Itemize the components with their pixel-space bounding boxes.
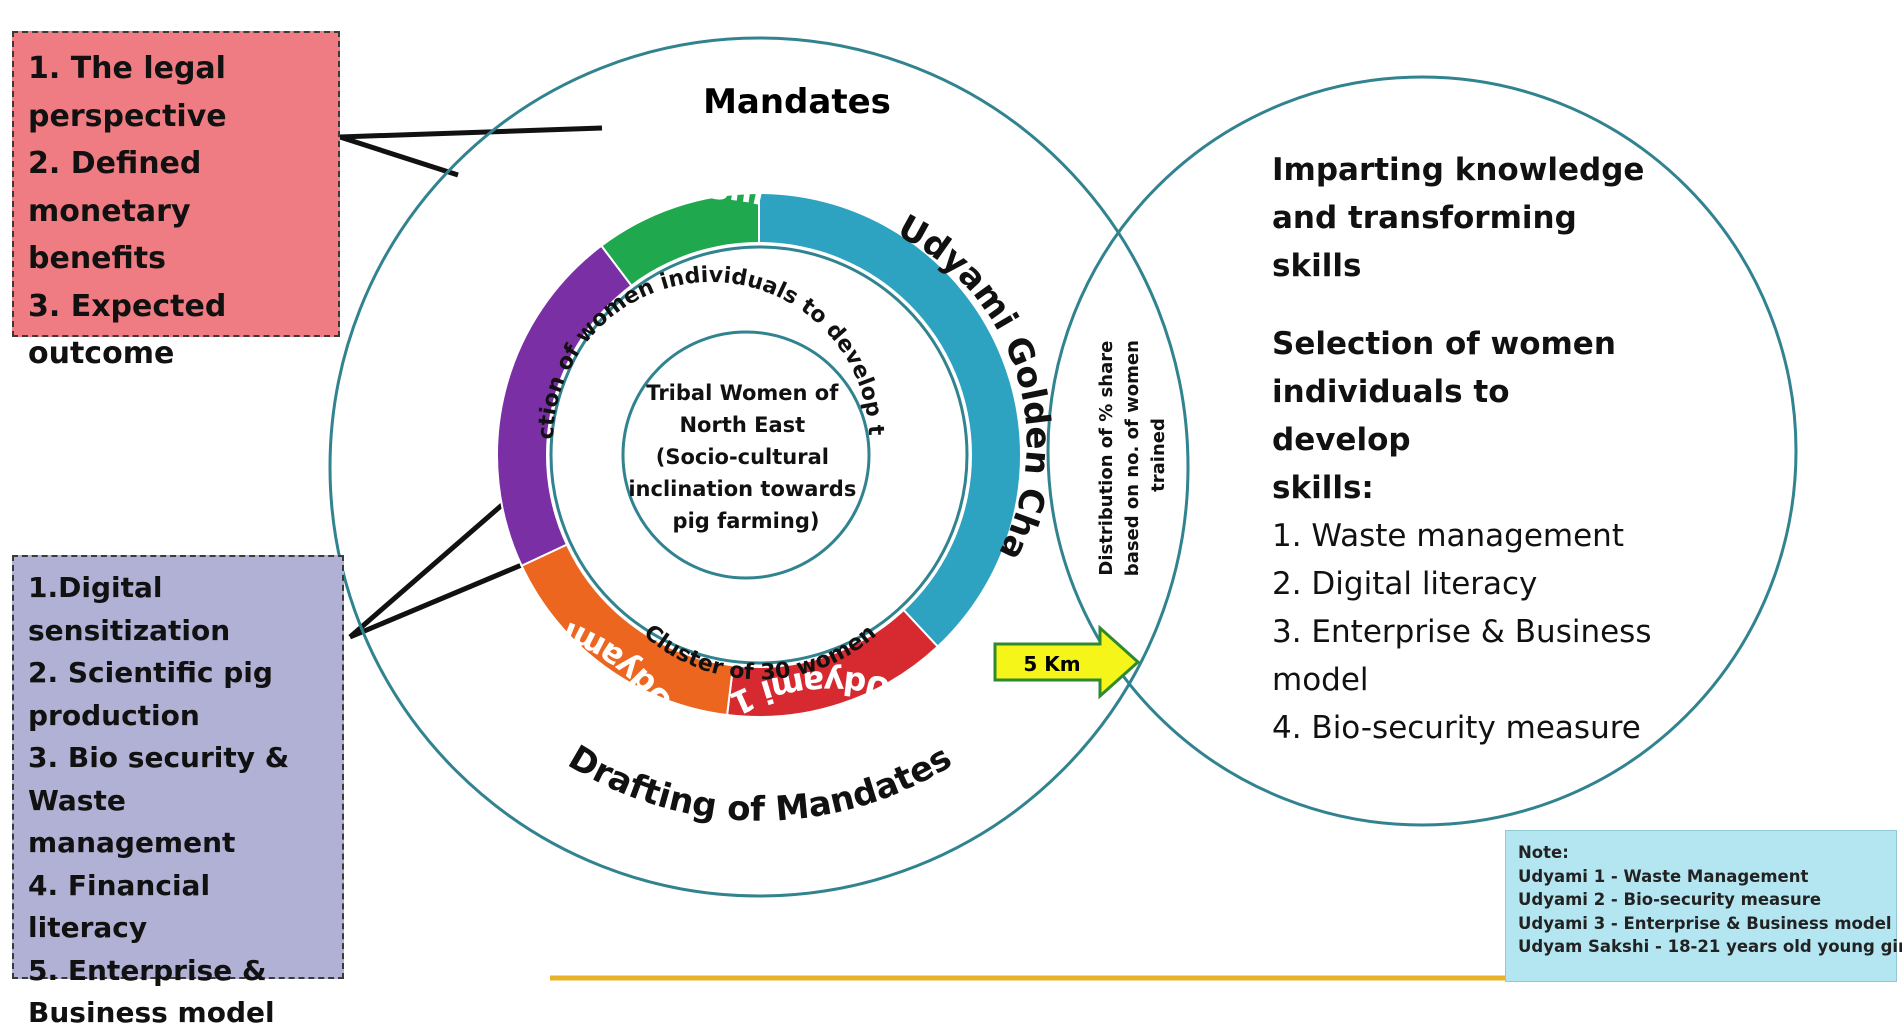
connector-line [339, 125, 603, 140]
center-line: (Socio-cultural [656, 445, 829, 469]
mandates-outer-circle [328, 36, 1190, 898]
legal-perspective-box: 1. The legal perspective 2. Defined mone… [12, 31, 340, 371]
skill-item: 2. Digital literacy [1272, 566, 1538, 602]
mandates-label: Mandates [703, 82, 891, 122]
distribution-line: trained [1148, 418, 1169, 492]
box-line: outcome [28, 336, 175, 371]
distribution-text: Distribution of % share based on no. of … [1096, 334, 1169, 576]
note-line: Udyami 1 - Waste Management [1518, 866, 1809, 886]
center-circle [621, 330, 871, 580]
skills-heading-line: Imparting knowledge [1272, 152, 1645, 188]
selection-heading-line: individuals to develop [1272, 374, 1510, 458]
center-line: North East [679, 413, 805, 437]
arrow-label: 5 Km [1023, 652, 1080, 676]
center-line: inclination towards [628, 477, 856, 501]
center-line: pig farming) [673, 509, 820, 533]
note-box: Note: Udyami 1 - Waste Management Udyami… [1505, 830, 1902, 982]
box-line: perspective [28, 98, 227, 134]
box-line: 1. The legal [28, 51, 226, 86]
skills-panel: Imparting knowledge and transforming ski… [1272, 146, 1652, 752]
box-line: 2. Scientific pig [28, 656, 273, 689]
distribution-line: Distribution of % share [1096, 341, 1117, 576]
note-title: Note: [1518, 843, 1569, 862]
skill-item: 1. Waste management [1272, 518, 1624, 554]
center-text: Tribal Women of North East (Socio-cultur… [628, 381, 863, 533]
note-line: Udyami 2 - Bio-security measure [1518, 890, 1822, 909]
box-line: Business model [28, 996, 275, 1029]
inner-disk [546, 242, 972, 668]
box-line: Waste management [28, 783, 236, 860]
skill-item: model [1272, 662, 1369, 698]
skill-item: 3. Enterprise & Business [1272, 614, 1652, 650]
selection-heading-line: skills: [1272, 470, 1374, 506]
drafting-label: Drafting of Mandates [562, 738, 959, 830]
distance-arrow: 5 Km [993, 624, 1141, 700]
box-line: 2. Defined [28, 146, 202, 181]
spacer [1272, 290, 1652, 320]
box-line: production [28, 698, 200, 732]
box-line: 5. Enterprise & [28, 953, 267, 987]
training-topics-box: 1.Digital sensitization 2. Scientific pi… [12, 555, 344, 1029]
box-line: 3. Bio security & [28, 741, 290, 774]
inner-ring-circle [549, 245, 969, 665]
selection-heading-line: Selection of women [1272, 326, 1616, 362]
skills-circle [1046, 75, 1798, 827]
box-line: monetary benefits [28, 193, 191, 277]
box-line: 3. Expected [28, 288, 227, 324]
skills-heading-line: and transforming skills [1272, 200, 1577, 284]
distribution-line: based on no. of women [1122, 340, 1143, 576]
note-line: Udyam Sakshi - 18-21 years old young gir… [1518, 937, 1902, 956]
skill-item: 4. Bio-security measure [1272, 710, 1641, 746]
box-line: 4. Financial literacy [28, 868, 211, 945]
box-line: sensitization [28, 613, 231, 647]
arrow-shape [993, 624, 1141, 700]
center-line: Tribal Women of [646, 381, 839, 405]
connector-line [339, 134, 459, 178]
box-line: 1.Digital [28, 571, 163, 604]
note-line: Udyami 3 - Enterprise & Business model [1518, 913, 1892, 933]
